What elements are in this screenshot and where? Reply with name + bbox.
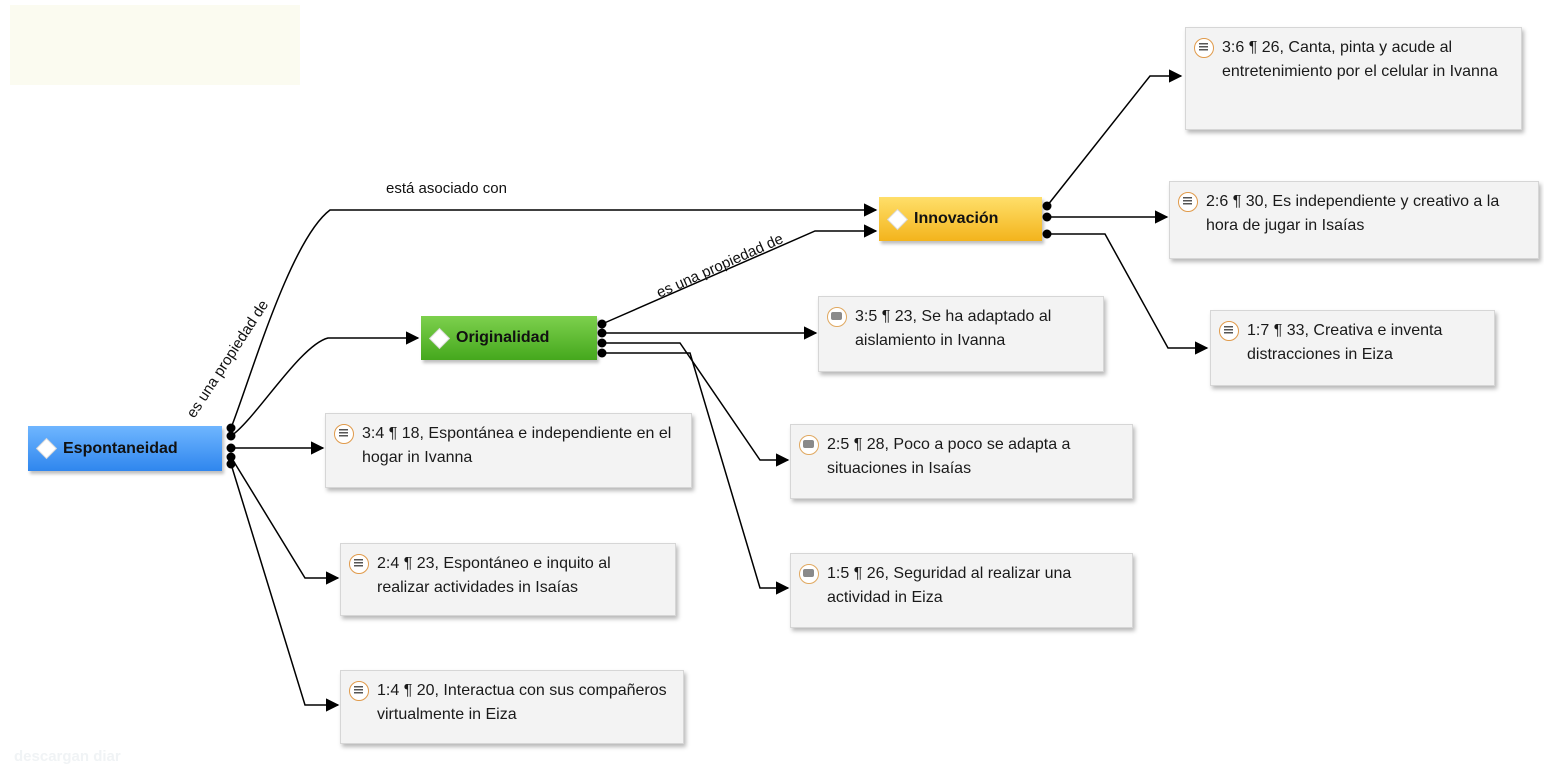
code-label: Innovación <box>914 210 999 227</box>
text-quote-icon <box>1219 321 1239 341</box>
quote-3-4[interactable]: 3:4 ¶ 18, Espontánea e independiente en … <box>325 413 692 488</box>
link-espontaneidad-q14 <box>230 463 340 712</box>
link-label-asociado: está asociado con <box>386 180 507 197</box>
espontaneidad-ports <box>226 423 236 469</box>
quote-text: 3:4 ¶ 18, Espontánea e independiente en … <box>362 425 672 466</box>
link-espontaneidad-q24 <box>230 456 340 585</box>
code-espontaneidad[interactable]: Espontaneidad <box>28 426 222 471</box>
quote-2-6[interactable]: 2:6 ¶ 30, Es independiente y creativo a … <box>1169 181 1539 259</box>
link-originalidad-innovacion <box>601 224 878 325</box>
text-quote-icon <box>349 681 369 701</box>
link-innovacion-q17 <box>1047 233 1209 355</box>
quote-1-7[interactable]: 1:7 ¶ 33, Creativa e inventa distraccion… <box>1210 310 1495 386</box>
link-innovacion-q36 <box>1046 69 1183 207</box>
originalidad-ports <box>597 319 607 358</box>
quote-2-5[interactable]: 2:5 ¶ 28, Poco a poco se adapta a situac… <box>790 424 1133 499</box>
diamond-icon <box>428 327 451 349</box>
quote-text: 1:7 ¶ 33, Creativa e inventa distraccion… <box>1247 322 1443 363</box>
code-originalidad[interactable]: Originalidad <box>421 316 597 360</box>
quote-text: 1:5 ¶ 26, Seguridad al realizar una acti… <box>827 565 1072 606</box>
quote-1-4[interactable]: 1:4 ¶ 20, Interactua con sus compañeros … <box>340 670 684 744</box>
quote-text: 1:4 ¶ 20, Interactua con sus compañeros … <box>377 682 667 723</box>
link-originalidad-q25 <box>602 342 790 467</box>
innovacion-ports <box>1042 201 1052 239</box>
comment-quote-icon <box>827 307 847 327</box>
quote-text: 2:6 ¶ 30, Es independiente y creativo a … <box>1206 193 1500 234</box>
comment-quote-icon <box>799 564 819 584</box>
code-innovacion[interactable]: Innovación <box>879 197 1042 241</box>
link-originalidad-q15 <box>602 352 790 595</box>
comment-quote-icon <box>799 435 819 455</box>
diamond-icon <box>35 437 58 460</box>
text-quote-icon <box>1178 192 1198 212</box>
link-espontaneidad-innovacion <box>230 203 878 429</box>
quote-3-5[interactable]: 3:5 ¶ 23, Se ha adaptado al aislamiento … <box>818 296 1104 372</box>
quote-1-5[interactable]: 1:5 ¶ 26, Seguridad al realizar una acti… <box>790 553 1133 628</box>
text-quote-icon <box>1194 38 1214 58</box>
quote-text: 2:4 ¶ 23, Espontáneo e inquito al realiz… <box>377 555 611 596</box>
quote-text: 3:5 ¶ 23, Se ha adaptado al aislamiento … <box>855 308 1052 349</box>
quote-text: 3:6 ¶ 26, Canta, pinta y acude al entret… <box>1222 39 1498 80</box>
quote-3-6[interactable]: 3:6 ¶ 26, Canta, pinta y acude al entret… <box>1185 27 1522 130</box>
text-quote-icon <box>334 424 354 444</box>
diamond-icon <box>886 208 909 230</box>
link-espontaneidad-originalidad <box>230 331 420 437</box>
text-quote-icon <box>349 554 369 574</box>
quote-text: 2:5 ¶ 28, Poco a poco se adapta a situac… <box>827 436 1071 477</box>
header-band <box>10 5 300 85</box>
code-label: Espontaneidad <box>63 439 178 457</box>
background-text-fragment: descargan diar <box>14 748 121 765</box>
code-label: Originalidad <box>456 329 550 346</box>
quote-2-4[interactable]: 2:4 ¶ 23, Espontáneo e inquito al realiz… <box>340 543 676 616</box>
